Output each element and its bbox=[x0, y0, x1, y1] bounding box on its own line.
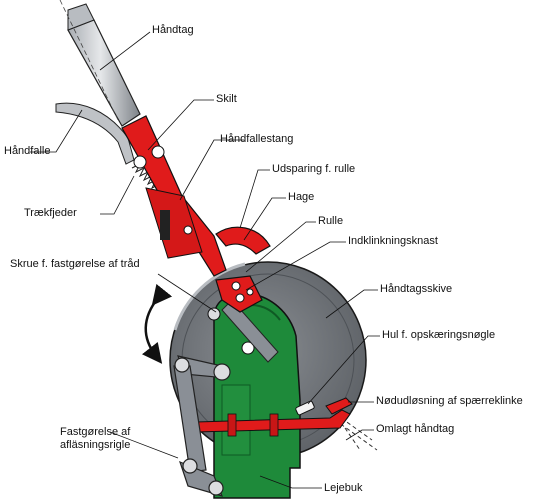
crank-hole bbox=[295, 400, 315, 416]
leader-lines bbox=[30, 31, 380, 489]
label-engage-cam: Indklinkningsknast bbox=[348, 235, 438, 247]
label-handle: Håndtag bbox=[152, 24, 194, 36]
label-hook: Hage bbox=[288, 191, 315, 203]
bearing-block bbox=[213, 292, 301, 499]
label-tension-springs: Trækfjeder bbox=[24, 207, 77, 219]
label-wire-screw: Skrue f. fastgørelse af tråd bbox=[10, 258, 140, 270]
red-arm bbox=[121, 115, 271, 277]
label-latch-rod: Håndfallestang bbox=[220, 133, 294, 145]
rotation-arrow bbox=[141, 283, 173, 364]
label-bearing-block: Lejebuk bbox=[324, 482, 363, 494]
label-roller: Rulle bbox=[318, 215, 344, 227]
label-latch: Håndfalle bbox=[4, 145, 51, 157]
handle-grip bbox=[59, 0, 141, 127]
label-emergency-release: Nødudløsning af spærreklinke bbox=[376, 395, 523, 407]
cam-link bbox=[221, 299, 279, 363]
label-handle-disc: Håndtagsskive bbox=[380, 283, 453, 295]
wire-screw bbox=[207, 307, 221, 321]
latch bbox=[55, 102, 135, 165]
label-plate: Skilt bbox=[216, 93, 237, 105]
label-folded-handle: Omlagt håndtag bbox=[376, 423, 455, 435]
engage-cam bbox=[215, 275, 263, 313]
emergency-release bbox=[325, 397, 353, 415]
label-bolt-fixing: Fastgørelse af afläsningsrigle bbox=[60, 426, 131, 451]
label-crank-hole: Hul f. opskæringsnøgle bbox=[382, 329, 496, 341]
label-roller-recess: Udsparing f. rulle bbox=[272, 163, 356, 175]
linkage-arms bbox=[173, 355, 231, 497]
